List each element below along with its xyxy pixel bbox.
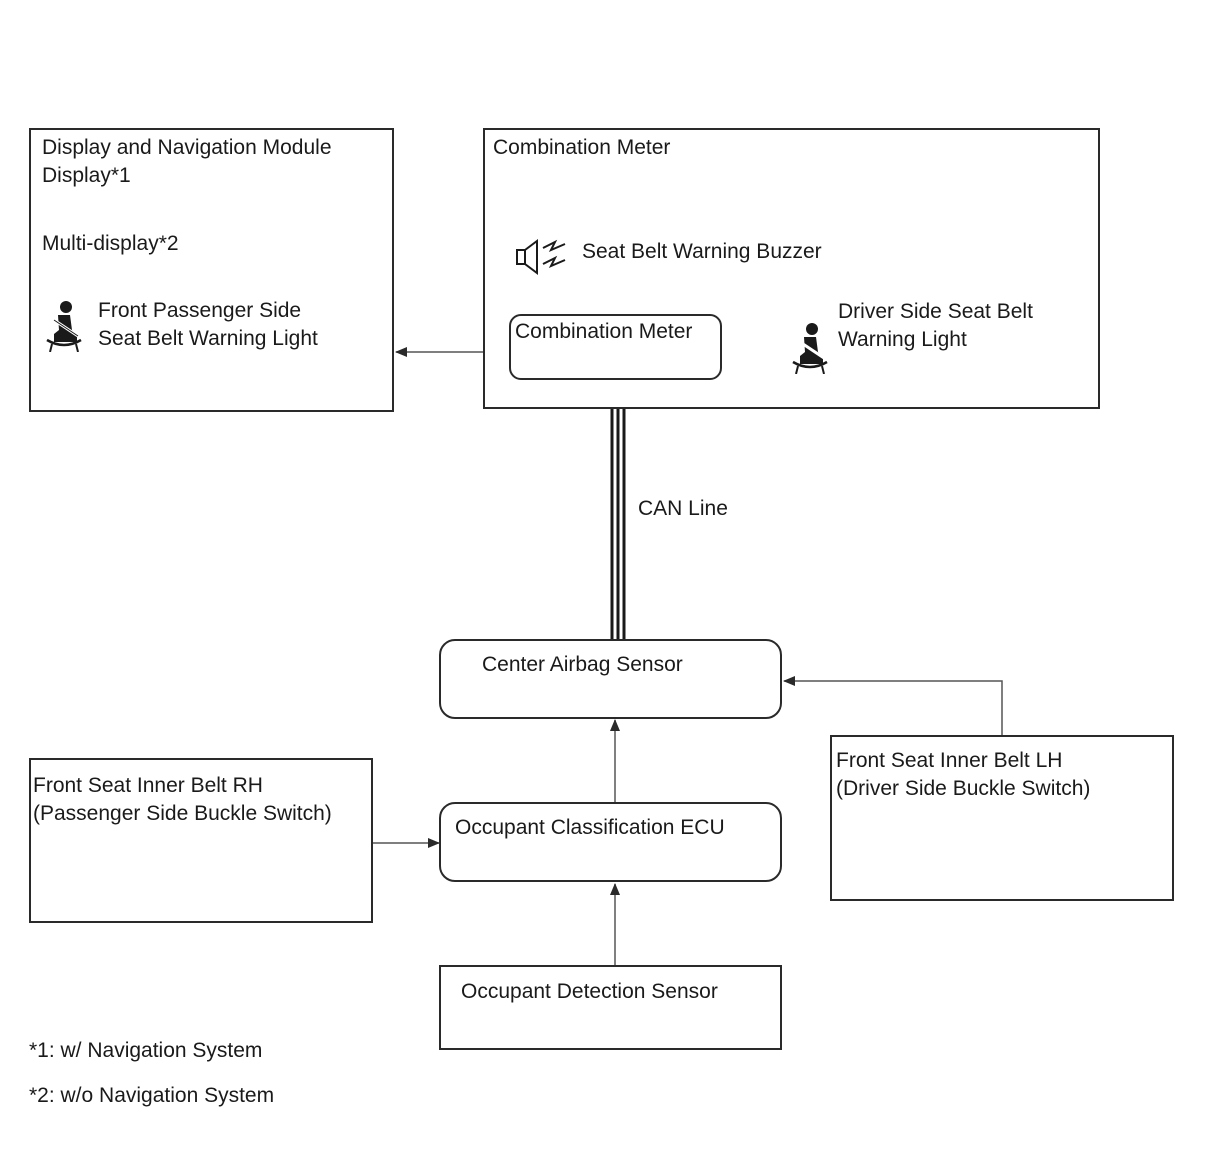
center-airbag-sensor-box — [439, 639, 782, 719]
combination-meter-box — [483, 128, 1100, 409]
display-navigation-module-box — [29, 128, 394, 412]
can-line-label: CAN Line — [638, 497, 728, 520]
footnote-1: *1: w/ Navigation System — [29, 1039, 263, 1062]
combination-meter-inner-box — [509, 314, 722, 380]
occupant-detection-sensor-box — [439, 965, 782, 1050]
multi-display-label: Multi-display*2 — [42, 232, 179, 255]
occupant-detection-sensor-label: Occupant Detection Sensor — [461, 980, 718, 1003]
belt-lh-label-line1: Front Seat Inner Belt LH — [836, 749, 1063, 772]
center-airbag-sensor-label: Center Airbag Sensor — [482, 653, 683, 676]
display-module-title: Display and Navigation Module — [42, 136, 332, 159]
can-line — [610, 408, 626, 640]
front-seat-inner-belt-lh-box — [830, 735, 1174, 901]
footnote-2: *2: w/o Navigation System — [29, 1084, 275, 1107]
display-label: Display*1 — [42, 164, 131, 187]
combination-meter-inner-label: Combination Meter — [515, 320, 693, 343]
driver-light-label-line2: Warning Light — [838, 328, 967, 351]
buzzer-label: Seat Belt Warning Buzzer — [582, 240, 822, 263]
occupant-classification-ecu-box — [439, 802, 782, 882]
combination-meter-title: Combination Meter — [493, 136, 671, 159]
seatbelt-warning-icon — [792, 323, 828, 374]
arrow-lh-to-airbag — [783, 676, 1003, 735]
buzzer-icon — [516, 239, 566, 275]
belt-rh-label-line2: (Passenger Side Buckle Switch) — [33, 802, 332, 825]
belt-lh-label-line2: (Driver Side Buckle Switch) — [836, 777, 1091, 800]
belt-rh-label-line1: Front Seat Inner Belt RH — [33, 774, 263, 797]
seatbelt-warning-icon — [46, 301, 82, 352]
occupant-classification-ecu-label: Occupant Classification ECU — [455, 816, 725, 839]
driver-light-label-line1: Driver Side Seat Belt — [838, 300, 1033, 323]
passenger-light-label-line2: Seat Belt Warning Light — [98, 327, 318, 350]
front-seat-inner-belt-rh-box — [29, 758, 373, 923]
passenger-light-label-line1: Front Passenger Side — [98, 299, 302, 322]
